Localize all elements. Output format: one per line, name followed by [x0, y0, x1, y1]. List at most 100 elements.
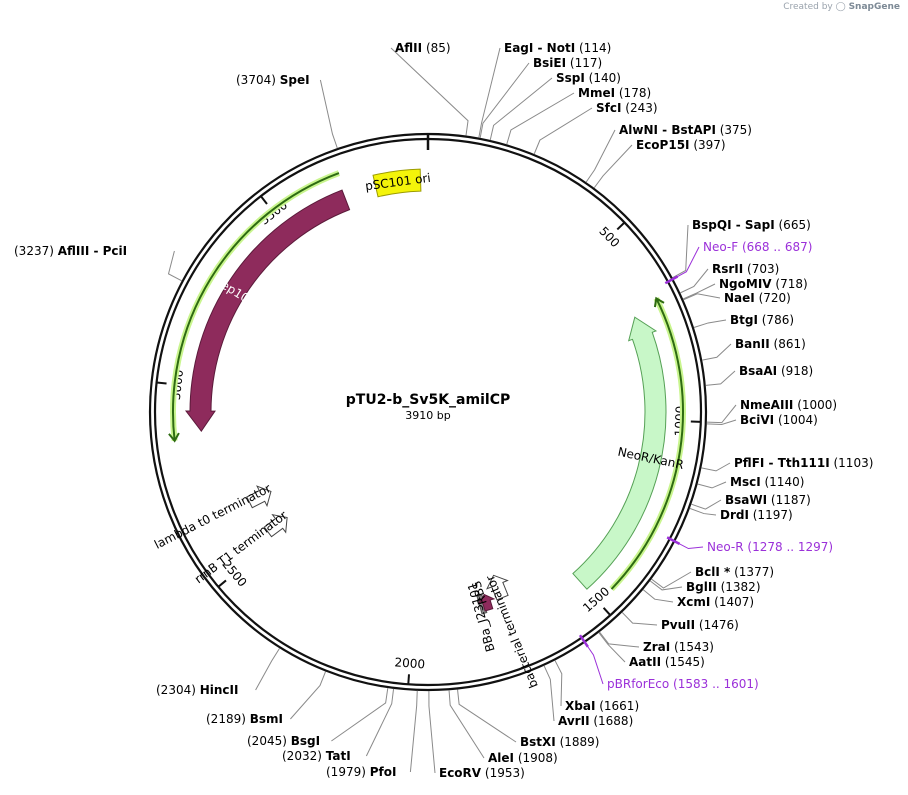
site-eagi-noti[interactable]: EagI - NotI (114)	[478, 41, 611, 138]
site-position: (665)	[775, 218, 811, 232]
rep-selection-band-head	[168, 432, 180, 443]
site-name: SpeI	[280, 73, 310, 87]
site-nmeaiii[interactable]: NmeAIII (1000)	[706, 398, 837, 424]
site-label: BsaAI (918)	[739, 364, 813, 378]
site-sfci[interactable]: SfcI (243)	[533, 101, 658, 155]
site-zrai[interactable]: ZraI (1543)	[599, 631, 714, 654]
leader-line	[489, 77, 553, 141]
site-bstxi[interactable]: BstXI (1889)	[457, 689, 600, 749]
leader-line	[409, 690, 418, 773]
site-label: NmeAIII (1000)	[740, 398, 837, 412]
plasmid-center-label: pTU2-b_Sv5K_amilCP 3910 bp	[346, 392, 510, 422]
credit-prefix: Created by	[783, 2, 833, 12]
site-name: BsiEI	[533, 56, 566, 70]
site-xcmi[interactable]: XcmI (1407)	[642, 589, 754, 609]
site-label: SspI (140)	[556, 71, 621, 85]
feature-psc101-ori[interactable]: pSC101 ori	[364, 168, 431, 198]
site-position: (1688)	[590, 714, 634, 728]
site-position: (1382)	[717, 580, 761, 594]
site-naei[interactable]: NaeI (720)	[683, 291, 791, 305]
site-bcivi[interactable]: BciVI (1004)	[706, 413, 818, 427]
site-banii[interactable]: BanII (861)	[702, 337, 806, 361]
site-label: SfcI (243)	[596, 101, 658, 115]
site-bspqi-sapi[interactable]: BspQI - SapI (665)	[672, 218, 811, 279]
leader-line	[691, 499, 722, 510]
leader-line	[255, 647, 281, 691]
site-hincii[interactable]: (2304) HincII	[156, 647, 281, 697]
site-name: Neo-R	[707, 540, 744, 554]
feature-rep101[interactable]: Rep101	[184, 189, 351, 433]
site-neo-f[interactable]: Neo-F (668 .. 687)	[664, 240, 812, 285]
site-position: (1953)	[481, 766, 525, 780]
site-label: BstXI (1889)	[520, 735, 599, 749]
site-name: EcoRV	[439, 766, 482, 780]
site-spei[interactable]: (3704) SpeI	[236, 73, 338, 149]
site-btgi[interactable]: BtgI (786)	[693, 313, 794, 328]
site-bsgi[interactable]: (2045) BsgI	[247, 688, 389, 748]
leader-line	[680, 268, 709, 294]
site-name: DrdI	[720, 508, 749, 522]
site-pbrforeco[interactable]: pBRforEco (1583 .. 1601)	[578, 634, 759, 691]
site-bsawi[interactable]: BsaWI (1187)	[691, 493, 811, 510]
neo-selection-band	[610, 297, 684, 590]
site-name: BtgI	[730, 313, 758, 327]
site-msci[interactable]: MscI (1140)	[697, 475, 805, 489]
leader-line	[543, 665, 555, 722]
site-position: (718)	[772, 277, 808, 291]
site-label: NaeI (720)	[724, 291, 791, 305]
leader-line	[167, 250, 182, 282]
leader-line	[672, 246, 700, 280]
site-rsrii[interactable]: RsrII (703)	[680, 262, 779, 294]
site-sspi[interactable]: SspI (140)	[489, 71, 621, 141]
site-label: NgoMIV (718)	[719, 277, 808, 291]
site-xbai[interactable]: XbaI (1661)	[554, 660, 639, 713]
leader-line	[682, 283, 716, 300]
site-avrii[interactable]: AvrII (1688)	[543, 665, 634, 728]
leader-line	[478, 47, 501, 138]
site-ngomiv[interactable]: NgoMIV (718)	[682, 277, 808, 300]
site-pflfi-tth111i[interactable]: PflFI - Tth111I (1103)	[701, 456, 873, 472]
tick-mark-500	[616, 221, 626, 231]
snapgene-credit: Created by ◯ SnapGene	[783, 2, 900, 12]
site-name: AflII	[395, 41, 422, 55]
feature-neor-kanr[interactable]: NeoR/KanR	[572, 316, 685, 590]
site-position: (1583 .. 1601)	[669, 677, 759, 691]
site-position: (1004)	[774, 413, 818, 427]
site-name: AatII	[629, 655, 661, 669]
site-pvuii[interactable]: PvuII (1476)	[621, 612, 739, 632]
leader-line	[689, 507, 717, 516]
site-bsiei[interactable]: BsiEI (117)	[479, 56, 602, 139]
leader-line	[365, 688, 395, 757]
feature-rbs[interactable]: RBS	[469, 579, 496, 612]
site-name: NmeAIII	[740, 398, 793, 412]
site-name: Neo-F	[703, 240, 738, 254]
site-alwni-bstapi[interactable]: AlwNI - BstAPI (375)	[585, 123, 752, 183]
site-label: ZraI (1543)	[643, 640, 714, 654]
leader-line	[649, 580, 683, 591]
site-drdi[interactable]: DrdI (1197)	[689, 507, 793, 522]
site-bsmi[interactable]: (2189) BsmI	[206, 671, 327, 726]
site-afliii-pcii[interactable]: (3237) AflIII - PciI	[14, 244, 182, 282]
site-alei[interactable]: AleI (1908)	[448, 690, 558, 765]
site-bglii[interactable]: BglII (1382)	[649, 580, 761, 594]
site-ecop15i[interactable]: EcoP15I (397)	[593, 138, 726, 189]
site-name: PvuII	[661, 618, 695, 632]
site-name: RsrII	[712, 262, 743, 276]
site-aflii[interactable]: AflII (85)	[390, 41, 469, 136]
site-label: (2304) HincII	[156, 683, 238, 697]
site-mmei[interactable]: MmeI (178)	[506, 86, 651, 145]
site-label: AleI (1908)	[488, 751, 558, 765]
site-pfoi[interactable]: (1979) PfoI	[326, 690, 418, 779]
site-label: PflFI - Tth111I (1103)	[734, 456, 873, 470]
site-name: MmeI	[578, 86, 615, 100]
site-tati[interactable]: (2032) TatI	[282, 688, 395, 763]
site-aatii[interactable]: AatII (1545)	[598, 632, 705, 669]
site-bcli[interactable]: BclI * (1377)	[651, 565, 774, 589]
site-position: (178)	[615, 86, 651, 100]
site-neo-r[interactable]: Neo-R (1278 .. 1297)	[666, 536, 833, 554]
site-position: (243)	[621, 101, 657, 115]
site-name: NgoMIV	[719, 277, 772, 291]
site-label: AatII (1545)	[629, 655, 705, 669]
site-ecorv[interactable]: EcoRV (1953)	[428, 690, 525, 780]
site-bsaai[interactable]: BsaAI (918)	[705, 364, 814, 386]
